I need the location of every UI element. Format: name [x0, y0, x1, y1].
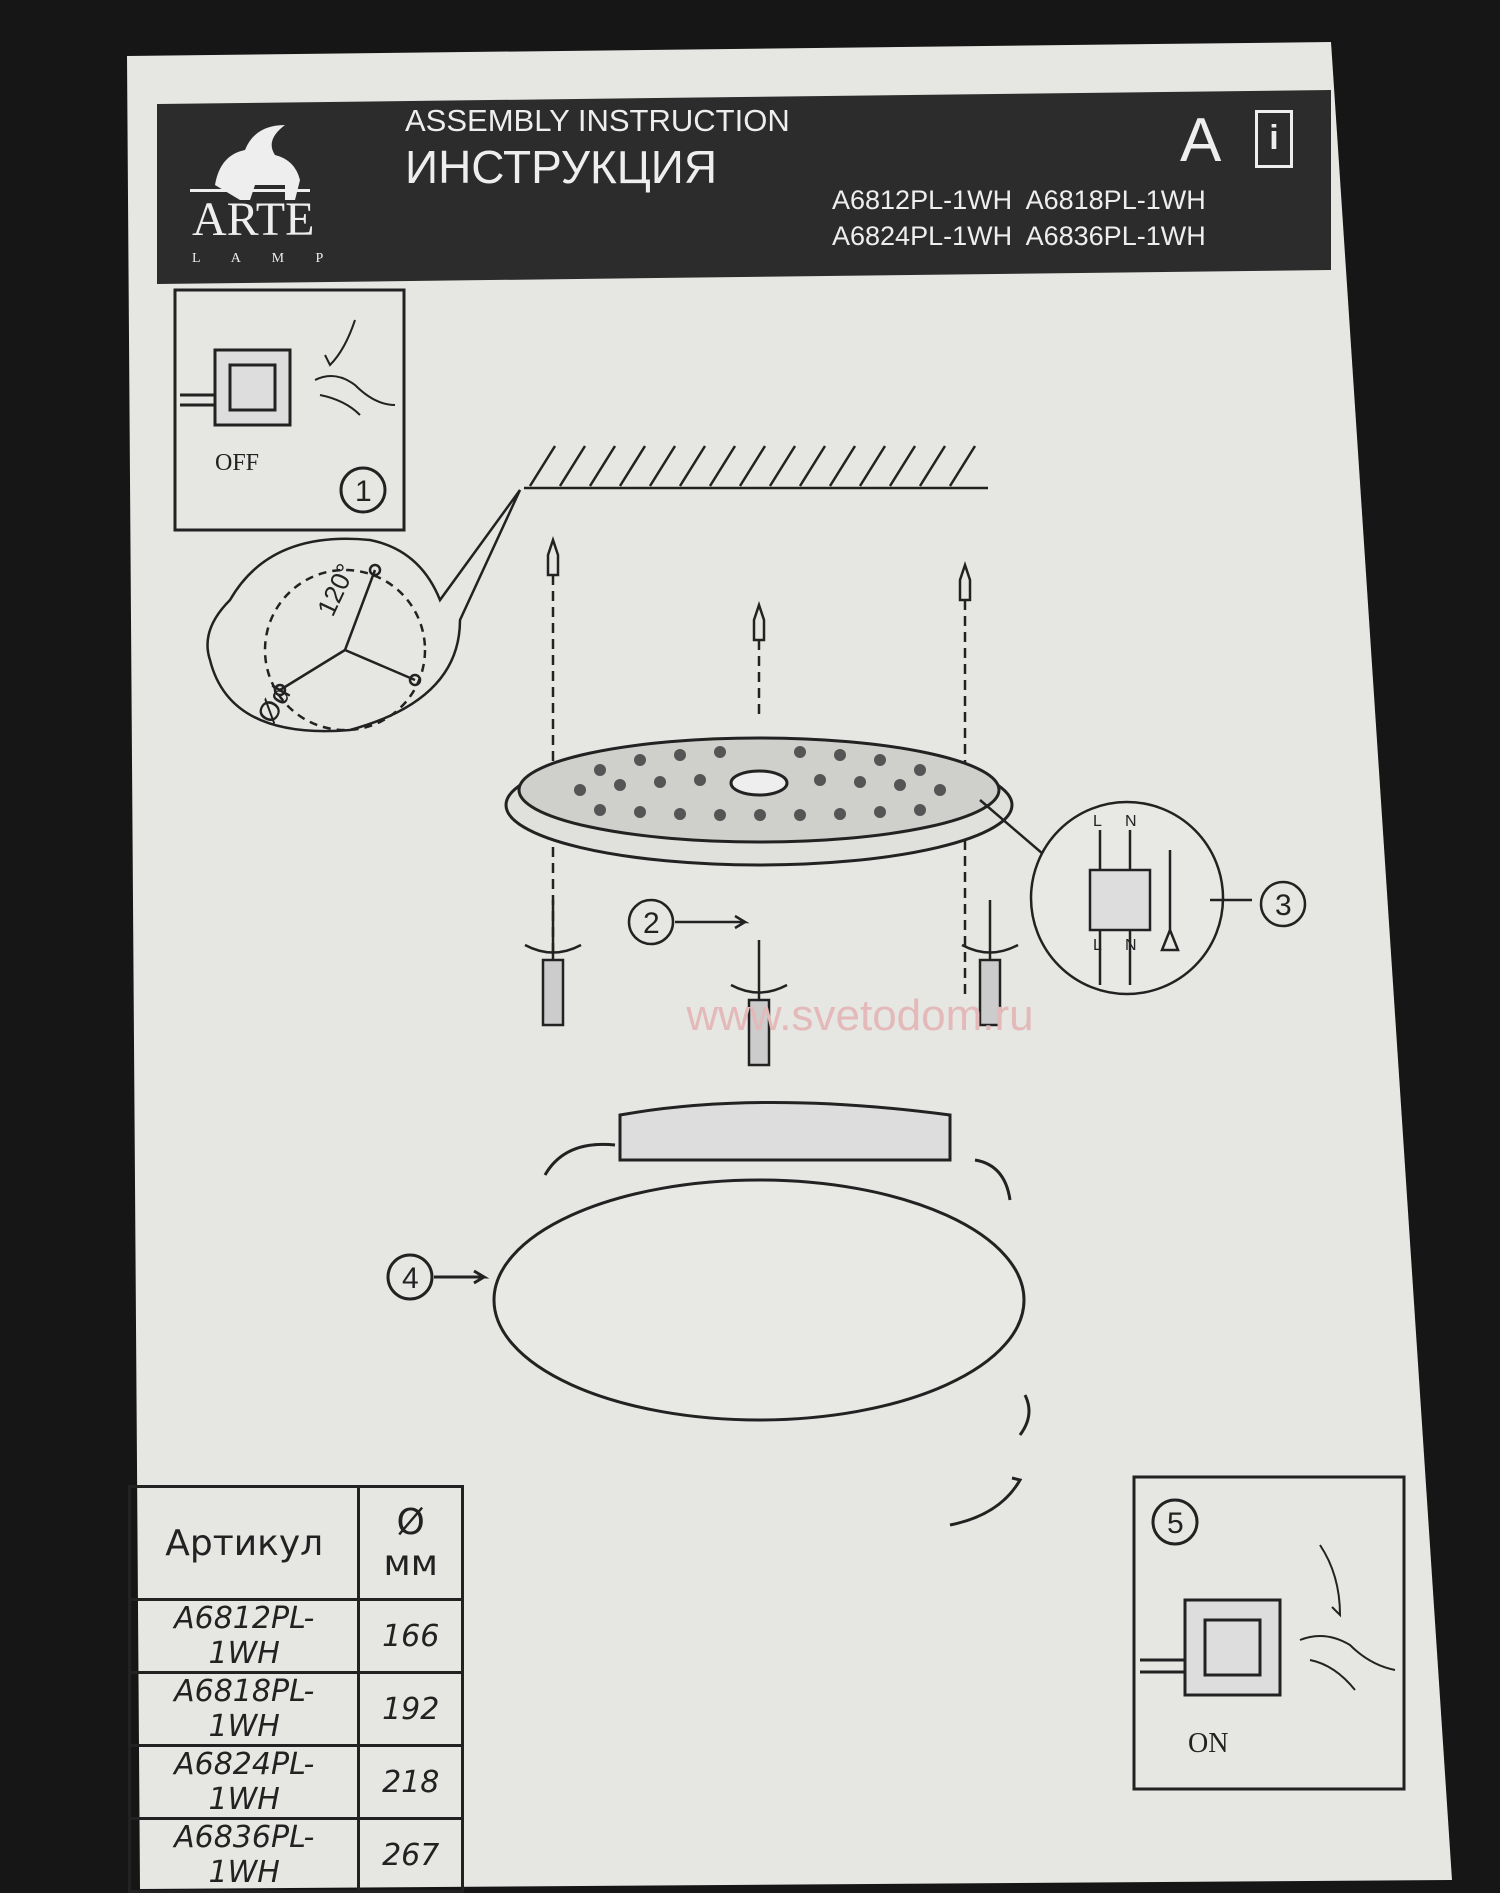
step-4-number: 4	[402, 1262, 419, 1295]
off-label: OFF	[215, 450, 259, 476]
ceiling-hatch	[524, 445, 988, 490]
arte-lamp-logo	[190, 125, 310, 200]
title-russian: ИНСТРУКЦИЯ	[405, 141, 718, 193]
info-book-icon: i	[1255, 110, 1293, 168]
wiring-detail-inset	[627, 799, 1307, 996]
cell-diameter: 218	[357, 1744, 464, 1820]
cell-article: A6836PL- 1WH	[127, 1817, 361, 1893]
step-5-switch-on	[1132, 1475, 1406, 1791]
model-3: A6824PL-1WH	[832, 221, 1013, 251]
watermark: www.svetodom.ru	[685, 991, 1033, 1040]
step-5-number: 5	[1167, 1507, 1184, 1540]
step-3-number: 3	[1275, 889, 1292, 922]
header-band	[157, 90, 1331, 284]
cell-article: A6818PL- 1WH	[127, 1671, 361, 1747]
brand-name: ARTE	[192, 193, 315, 246]
on-label: ON	[1188, 1728, 1228, 1759]
badge-letter: A	[1180, 106, 1222, 175]
model-4: A6836PL-1WH	[1025, 221, 1206, 251]
cell-article: A6812PL- 1WH	[127, 1598, 361, 1674]
step-1-number: 1	[355, 475, 372, 508]
lamp-shade	[386, 1101, 1031, 1527]
drilling-detail-bubble	[206, 489, 522, 733]
terminal-top-n: N	[1125, 813, 1137, 830]
brand-sub: L A M P	[192, 251, 338, 266]
col-article: Артикул	[127, 1485, 361, 1601]
table-header-row: Артикул Ø мм	[127, 1485, 464, 1601]
model-list: A6812PL-1WH A6818PL-1WH A6824PL-1WH A683…	[832, 182, 1206, 254]
terminal-bottom-l: L	[1093, 937, 1102, 954]
col-diameter: Ø мм	[357, 1485, 464, 1601]
model-2: A6818PL-1WH	[1025, 185, 1206, 215]
terminal-bottom-n: N	[1125, 937, 1137, 954]
screwdriver-icons	[524, 900, 1019, 1067]
paper-sheet	[127, 42, 1452, 1889]
cell-diameter: 166	[357, 1598, 464, 1674]
mounting-plate	[504, 736, 1014, 867]
step-1-switch-off	[173, 288, 406, 532]
title-english: ASSEMBLY INSTRUCTION	[405, 103, 790, 138]
cell-diameter: 267	[357, 1817, 464, 1893]
cell-article: A6824PL- 1WH	[127, 1744, 361, 1820]
step-2-number: 2	[643, 907, 660, 940]
terminal-top-l: L	[1093, 813, 1102, 830]
cell-diameter: 192	[357, 1671, 464, 1747]
model-1: A6812PL-1WH	[832, 185, 1013, 215]
